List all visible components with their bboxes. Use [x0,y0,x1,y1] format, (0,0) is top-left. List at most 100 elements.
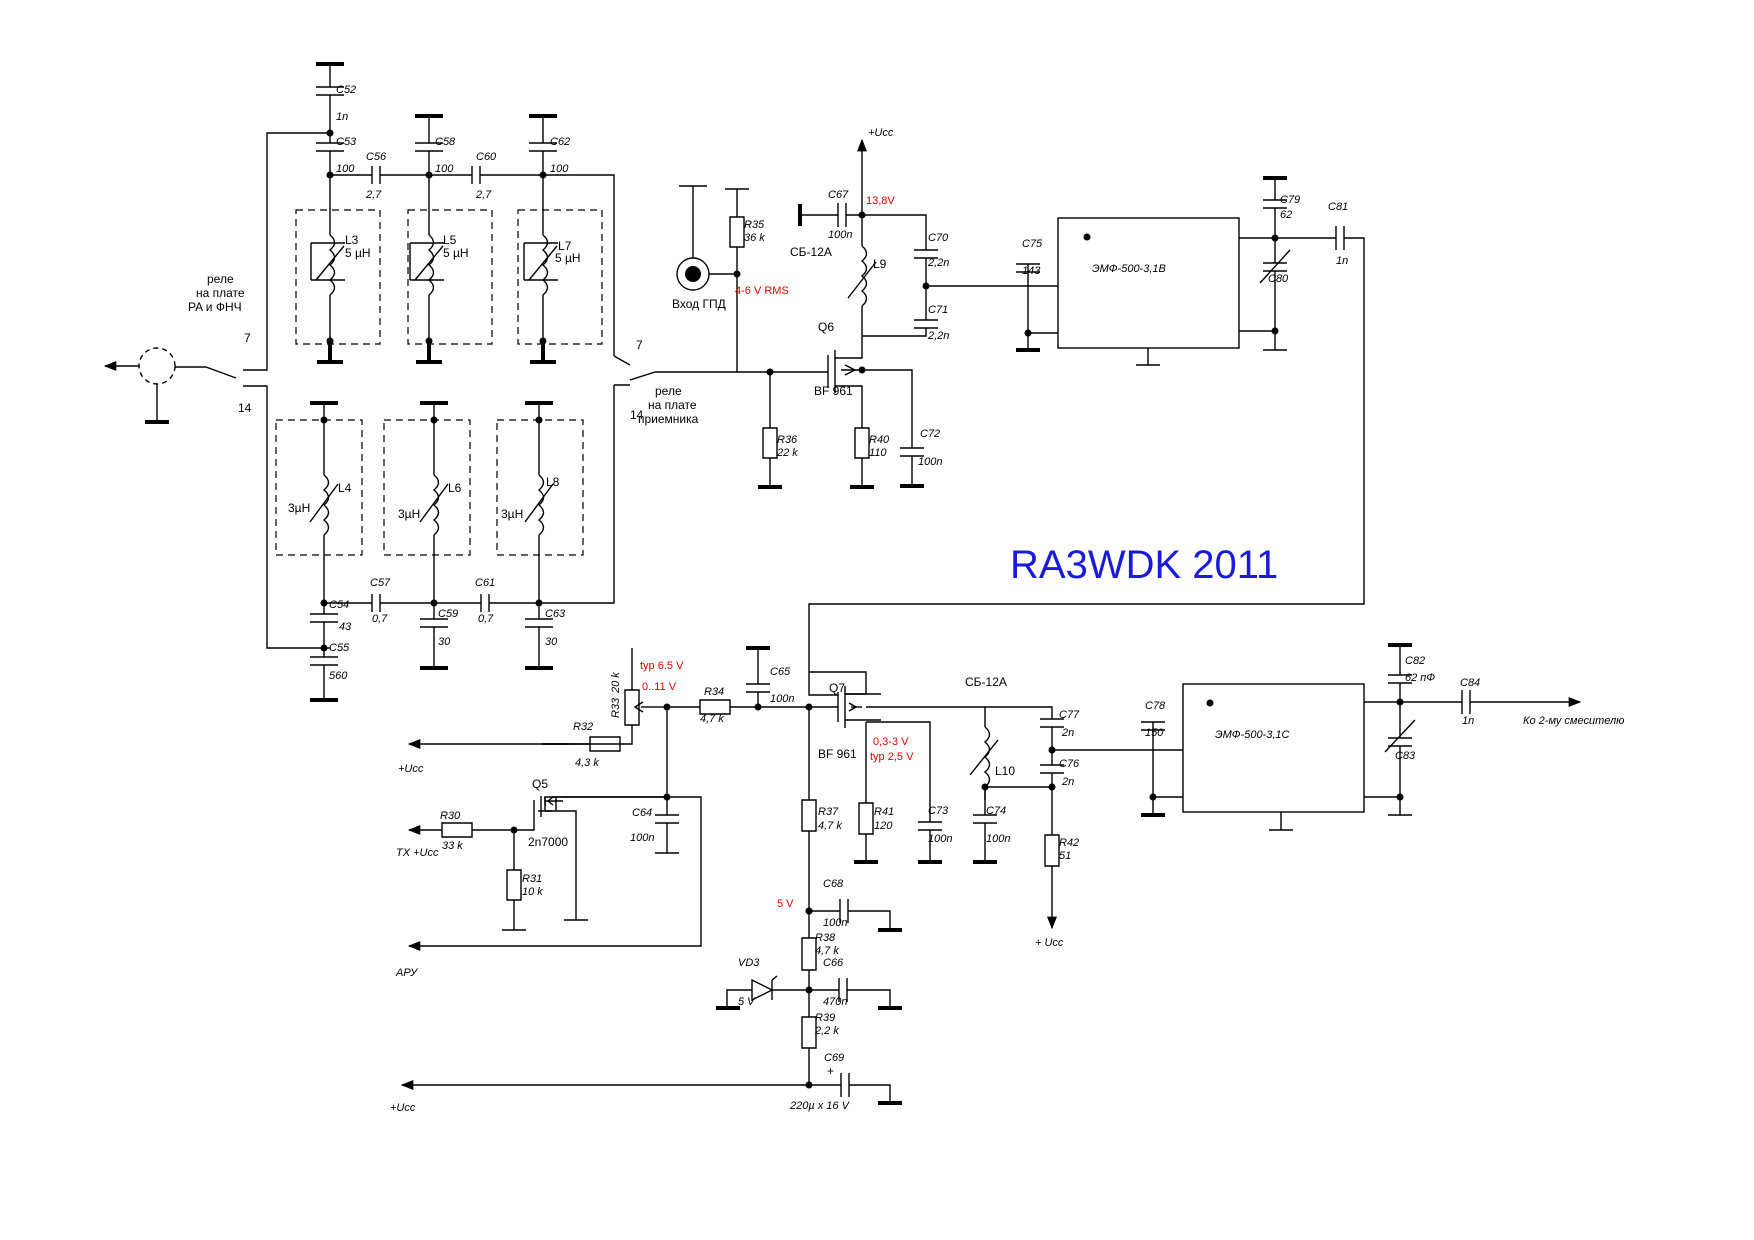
c68-ref: C68 [823,878,844,890]
relay1-pin-b: 14 [238,401,252,415]
vd3-ref: VD3 [738,957,760,969]
c64-ref: C64 [632,807,652,819]
l9-ref: L9 [873,257,887,271]
l8-ref: L8 [546,475,560,489]
c81-ref: C81 [1328,201,1348,213]
c67-val: 100n [828,229,852,241]
q6-val: BF 961 [814,384,853,398]
c66-val: 470n [823,996,847,1008]
c80-ref: C80 [1268,273,1289,285]
r32-ref: R32 [573,721,593,733]
l7-ref: L7 [558,239,572,253]
l5-ref: L5 [443,233,457,247]
c67-ref: C67 [828,189,849,201]
antenna-relay-section [103,132,330,649]
c60-val: 2,7 [475,189,492,201]
c76-ref: C76 [1059,758,1080,770]
c61-val: 0,7 [478,613,494,625]
emf-filter-2-label: ЭМФ-500-3,1С [1215,729,1290,741]
c61-ref: C61 [475,577,495,589]
relay1-label-1: реле [207,272,234,286]
c64-val: 100n [630,832,654,844]
cb12a-label-2: СБ-12А [965,675,1007,689]
l3-ref: L3 [345,233,359,247]
q7-ref: Q7 [829,681,845,695]
c78-val: 150 [1145,727,1164,739]
l6-val: 3µH [398,507,420,521]
r38-val: 4,7 k [815,945,839,957]
r42-ref: R42 [1059,837,1079,849]
emf-filter-1-section [808,176,1365,672]
c82-val: 62 пФ [1405,672,1435,684]
r38-ref: R38 [815,932,836,944]
relay1-label-3: PA и ФНЧ [188,300,242,314]
c82-ref: C82 [1405,655,1425,667]
c81-val: 1n [1336,255,1348,267]
output-to-mixer-label: Ко 2-му смесителю [1523,715,1624,727]
c77-val: 2n [1061,727,1074,739]
c83-ref: C83 [1395,750,1416,762]
c75-ref: C75 [1022,238,1043,250]
c78-ref: C78 [1145,700,1166,712]
title-text: RA3WDK 2011 [1010,543,1278,587]
l4-ref: L4 [338,481,352,495]
r36-val: 22 k [776,447,798,459]
range-0-11v-label: 0..11 V [642,681,677,693]
voltage-13v8: 13,8V [866,195,895,207]
emf-filter-1-label: ЭМФ-500-3,1В [1092,263,1166,275]
q7-val: BF 961 [818,747,857,761]
l4-val: 3µH [288,501,310,515]
c56-val: 2,7 [365,189,382,201]
c62-ref: C62 [550,136,570,148]
c59-ref: C59 [438,608,458,620]
ucc-label-3: + Ucc [1035,937,1064,949]
r39-ref: R39 [815,1012,835,1024]
agc-label: АРУ [395,967,418,979]
ucc-label-1: +Ucc [868,127,894,139]
c55-ref: C55 [329,642,350,654]
c52-val: 1n [336,111,348,123]
c65-ref: C65 [770,666,791,678]
r37-val: 4,7 k [818,820,842,832]
c70-val: 2,2n [927,257,949,269]
r31-val: 10 k [522,886,543,898]
c57-ref: C57 [370,577,391,589]
relay1-pin-a: 7 [244,331,251,345]
r39-val: 2,2 k [814,1025,839,1037]
c58-ref: C58 [435,136,456,148]
top-filter-section [295,62,615,364]
c56-ref: C56 [366,151,387,163]
r35-val: 36 k [744,232,765,244]
c58-val: 100 [435,163,454,175]
c72-ref: C72 [920,428,940,440]
l6-ref: L6 [448,481,462,495]
c72-val: 100n [918,456,942,468]
gpd-input-label: Вход ГПД [672,297,726,311]
ucc-label-4: +Ucc [390,1102,416,1114]
r31-ref: R31 [522,873,542,885]
r42-val: 51 [1059,850,1071,862]
c79-ref: C79 [1280,194,1300,206]
r32-val: 4,3 k [575,757,599,769]
r33-val: 20 k [610,672,622,694]
c84-ref: C84 [1460,677,1480,689]
q5-val: 2n7000 [528,835,568,849]
text-labels: RA3WDK 2011 реле на плате PA и ФНЧ 7 14 … [188,84,1624,1114]
emf-filter-2-section [1141,643,1580,831]
relay2-label-2: на плате [648,398,697,412]
r34-ref: R34 [704,686,724,698]
c79-val: 62 [1280,209,1292,221]
c53-val: 100 [336,163,355,175]
c57-val: 0,7 [372,613,388,625]
r30-ref: R30 [440,810,461,822]
cb12a-label-1: СБ-12А [790,245,832,259]
c70-ref: C70 [928,232,949,244]
c60-ref: C60 [476,151,497,163]
bottom-filter-section [275,385,615,702]
relay2-pin-b: 14 [630,408,644,422]
c54-ref: C54 [329,599,349,611]
relay1-label-2: на плате [196,286,245,300]
c76-val: 2n [1061,776,1074,788]
voltage-5v: 5 V [777,898,794,910]
c62-val: 100 [550,163,569,175]
